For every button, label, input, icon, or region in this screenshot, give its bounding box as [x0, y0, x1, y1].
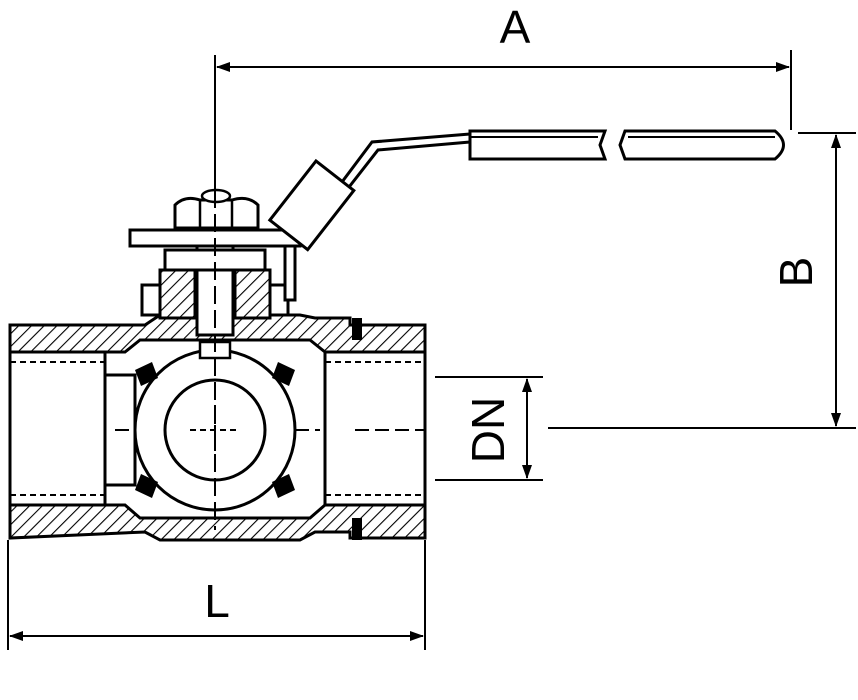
seat-rings: [135, 362, 295, 498]
lever-handle: [267, 129, 785, 252]
dimension-b: B: [548, 132, 856, 429]
dimension-b-label: B: [770, 257, 822, 288]
dimension-dn-label: DN: [462, 397, 514, 463]
dimension-dn: DN: [435, 376, 543, 481]
dimension-l-label: L: [204, 575, 230, 627]
dimension-a: A: [214, 1, 792, 190]
dimension-l: L: [7, 540, 426, 650]
dimension-a-label: A: [500, 1, 531, 53]
